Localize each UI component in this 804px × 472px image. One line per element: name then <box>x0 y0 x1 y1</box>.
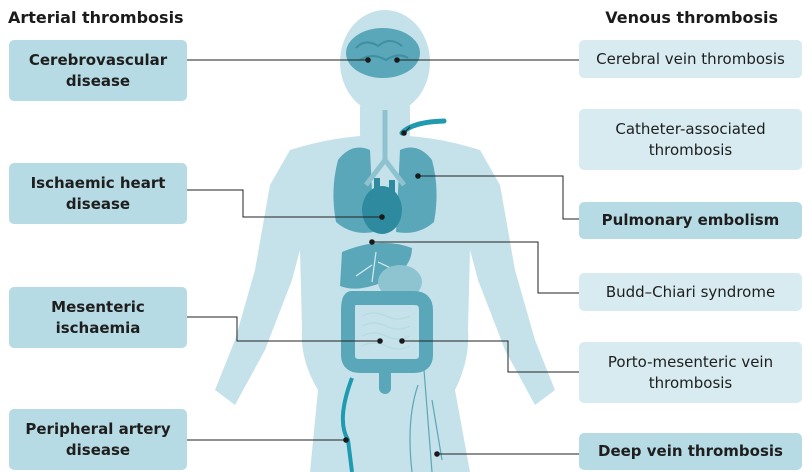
porto-mesenteric-vein-thrombosis-box: Porto-mesenteric vein thrombosis <box>579 342 802 403</box>
brain <box>346 28 420 78</box>
deep-vein-thrombosis-box: Deep vein thrombosis <box>579 433 802 470</box>
venous-heading: Venous thrombosis <box>605 8 778 27</box>
ischaemic-heart-disease-box: Ischaemic heart disease <box>9 163 187 224</box>
pulmonary-embolism-box: Pulmonary embolism <box>579 202 802 239</box>
budd-chiari-syndrome-box: Budd–Chiari syndrome <box>579 273 802 311</box>
body-silhouette <box>215 10 555 472</box>
cerebral-vein-thrombosis-box: Cerebral vein thrombosis <box>579 40 802 78</box>
catheter-associated-thrombosis-box: Catheter-associated thrombosis <box>579 109 802 170</box>
cerebrovascular-disease-box: Cerebrovascular disease <box>9 40 187 101</box>
mesenteric-ischaemia-box: Mesenteric ischaemia <box>9 287 187 348</box>
peripheral-artery-disease-box: Peripheral artery disease <box>9 409 187 470</box>
arterial-heading: Arterial thrombosis <box>8 8 184 27</box>
